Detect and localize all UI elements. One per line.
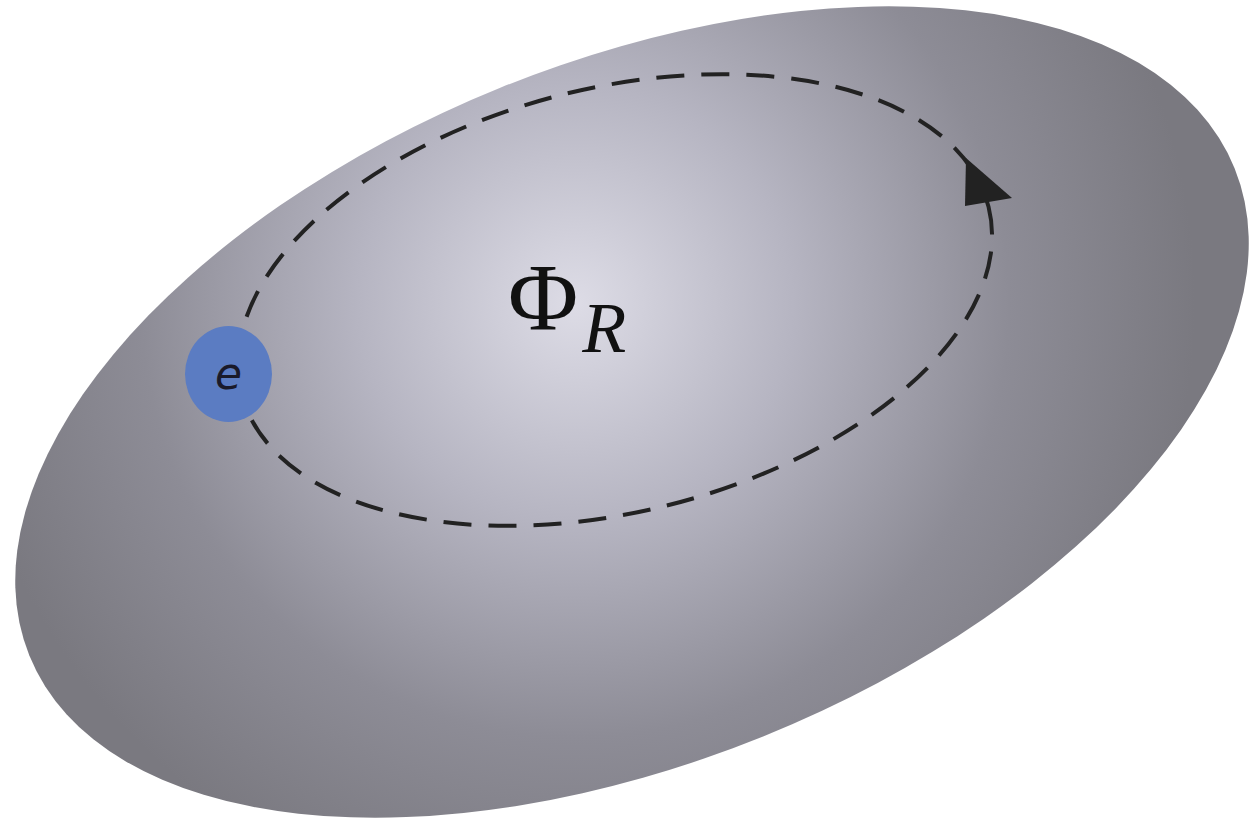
dashed-loop — [190, 1, 1040, 599]
loop-arrowhead — [965, 158, 1012, 206]
flux-subscript: R — [582, 292, 626, 364]
node-label: e — [215, 352, 242, 396]
flux-symbol: Φ — [508, 250, 578, 346]
electron-node: e — [185, 326, 272, 422]
